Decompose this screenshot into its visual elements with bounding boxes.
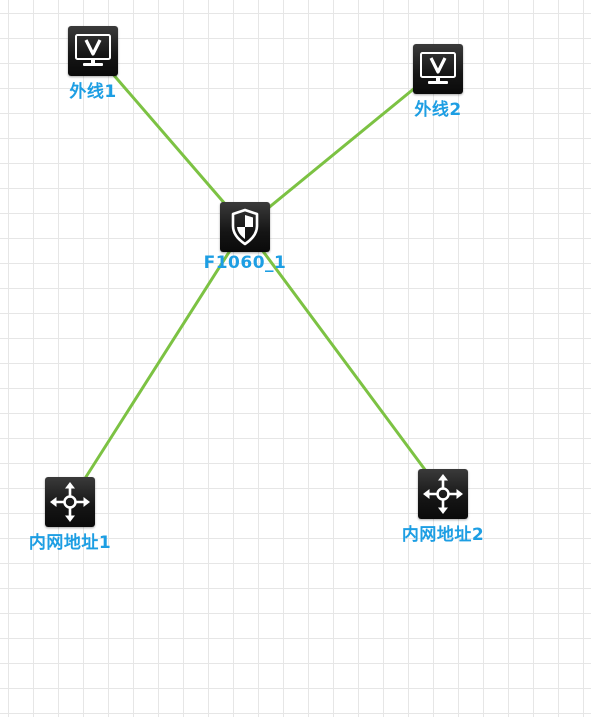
device-wan2[interactable] [413, 44, 463, 94]
monitor-v-icon [420, 52, 456, 84]
router-arrows-icon [50, 482, 90, 522]
node-label: 外线2 [414, 100, 462, 120]
device-wan1[interactable] [68, 26, 118, 76]
link-fw-lan1[interactable] [68, 225, 247, 504]
link-wan2-fw[interactable] [243, 67, 440, 229]
node-label: 内网地址2 [401, 525, 485, 545]
node-lan2[interactable]: 内网地址2 [373, 469, 513, 559]
device-lan1[interactable] [45, 477, 95, 527]
router-arrows-icon [423, 474, 463, 514]
device-lan2[interactable] [418, 469, 468, 519]
node-label: 内网地址1 [28, 533, 112, 553]
monitor-v-icon [75, 34, 111, 66]
node-wan2[interactable]: 外线2 [368, 44, 508, 134]
link-fw-lan2[interactable] [243, 225, 445, 496]
node-label: F1060_1 [203, 253, 287, 273]
node-lan1[interactable]: 内网地址1 [0, 477, 140, 567]
node-label: 外线1 [69, 82, 117, 102]
firewall-shield-icon [231, 208, 259, 246]
link-wan1-fw[interactable] [91, 49, 247, 229]
node-wan1[interactable]: 外线1 [23, 26, 163, 116]
node-fw[interactable]: F1060_1 [175, 202, 315, 292]
device-fw[interactable] [220, 202, 270, 252]
